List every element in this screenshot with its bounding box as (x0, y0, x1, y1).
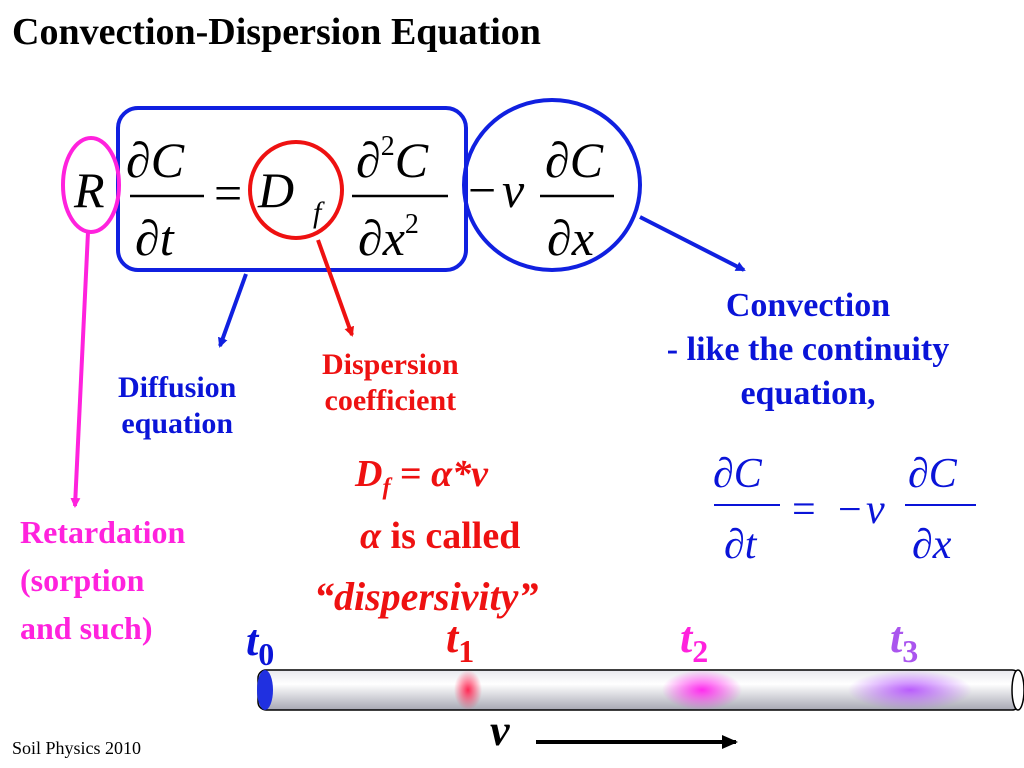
eq-partial2-C-top: ∂2C (356, 131, 429, 188)
eq-minus: − (468, 162, 496, 218)
eq-partial-x2-bottom: ∂x2 (358, 209, 419, 266)
pulse-t1 (454, 670, 482, 710)
retardation-label: Retardation (sorption and such) (20, 514, 186, 646)
diffusion-label: Diffusion equation (118, 371, 237, 440)
velocity-label: v (490, 706, 510, 755)
pulse-t2 (662, 670, 742, 710)
alpha-called-line: α is called (360, 515, 521, 557)
dispersion-circle (248, 140, 344, 240)
convection-circle (462, 98, 642, 272)
eq-R: R (73, 162, 105, 218)
slide-title: Convection-Dispersion Equation (12, 11, 541, 53)
ceq-minus: − (838, 487, 862, 533)
eq-v: v (502, 162, 525, 218)
dispersivity-term: “dispersivity” (314, 574, 539, 619)
eq-partial-t-bottom: ∂t (135, 210, 175, 266)
time-label-t2: t2 (680, 613, 708, 669)
time-label-t1: t1 (446, 613, 474, 669)
ceq-partial-C-top-2: ∂C (908, 451, 958, 497)
eq-partial-C-top-2: ∂C (545, 132, 604, 188)
dispersion-label: Dispersion coefficient (322, 348, 459, 417)
ceq-v: v (866, 487, 885, 533)
time-label-t0: t0 (246, 616, 274, 672)
eq-D: D (257, 162, 294, 218)
ceq-partial-x-bottom: ∂x (912, 522, 952, 568)
pulse-t0 (257, 670, 273, 710)
retardation-circle (61, 136, 121, 234)
dispersion-arrow (316, 239, 355, 337)
eq-f-subscript: f (313, 196, 325, 229)
diffusion-arrow (218, 273, 248, 348)
retardation-arrow (70, 231, 90, 508)
convection-arrow (639, 215, 746, 272)
ceq-partial-C-top: ∂C (713, 451, 763, 497)
tube-end (1011, 669, 1024, 711)
ceq-equals: = (792, 487, 816, 533)
eq-equals: = (214, 165, 242, 221)
eq-partial-x-bottom: ∂x (547, 210, 594, 266)
footer-text: Soil Physics 2010 (12, 738, 142, 758)
time-label-t3: t3 (890, 613, 918, 669)
convection-label: Convection - like the continuity equatio… (666, 287, 950, 412)
ceq-partial-t-bottom: ∂t (724, 522, 758, 568)
dispersivity-formula: Df = α*v (355, 453, 489, 501)
pulse-t3 (848, 670, 972, 710)
eq-partial-C-top: ∂C (126, 132, 185, 188)
